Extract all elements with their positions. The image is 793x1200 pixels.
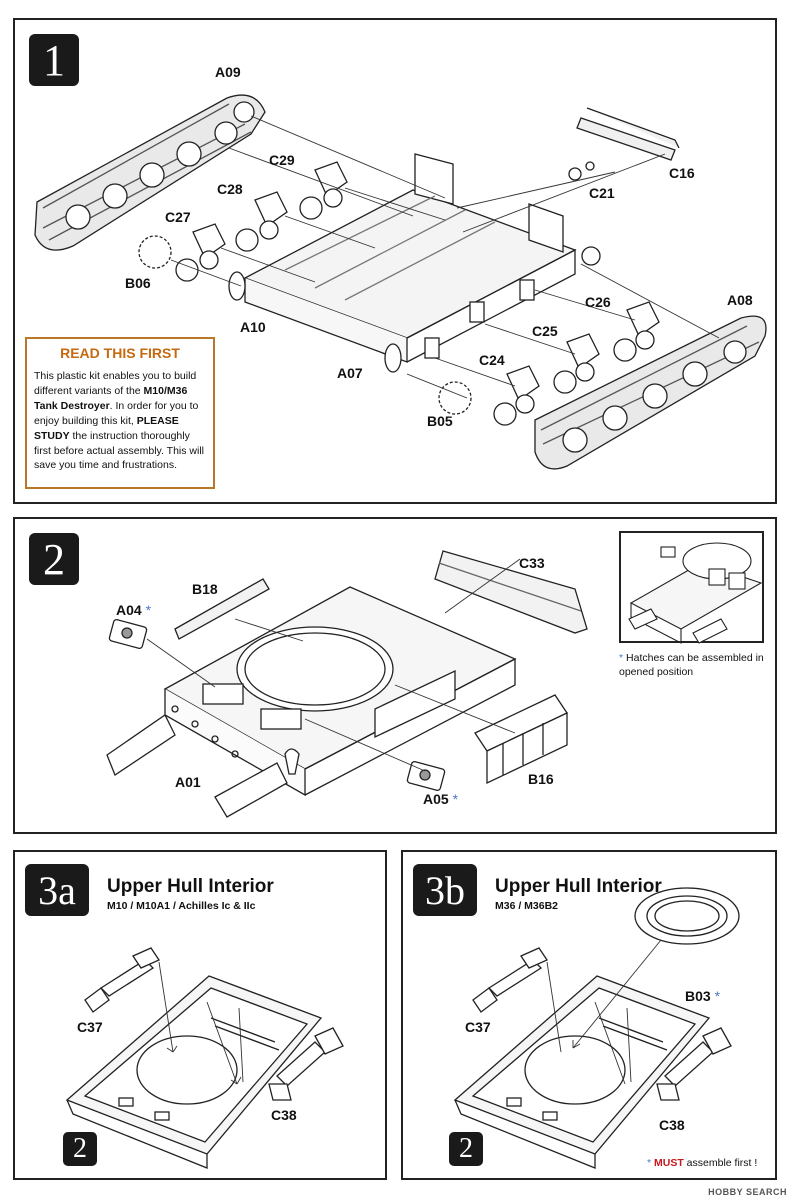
label-c37-3a: C37 xyxy=(77,1019,103,1035)
read-this-first-box: READ THIS FIRST This plastic kit enables… xyxy=(25,337,215,489)
label-b05: B05 xyxy=(427,413,453,429)
step-2-panel: 2 C33 B18 A04 * A01 B16 A05 * xyxy=(13,517,777,834)
part-c37-shape xyxy=(84,947,160,1013)
label-c27: C27 xyxy=(165,209,191,225)
step-3a-diagram xyxy=(65,947,344,1169)
label-c16: C16 xyxy=(669,165,695,181)
step-2-badge: 2 xyxy=(29,533,79,585)
read-this-first-text: This plastic kit enables you to build di… xyxy=(34,370,205,472)
bogies-left xyxy=(175,161,348,282)
label-a05: A05 * xyxy=(423,791,459,807)
read-this-first-title: READ THIS FIRST xyxy=(60,345,180,361)
label-c29: C29 xyxy=(269,152,295,168)
step-1-diagram xyxy=(34,94,767,470)
label-a07: A07 xyxy=(337,365,363,381)
step-1-badge: 1 xyxy=(29,34,79,86)
label-c28: C28 xyxy=(217,181,243,197)
label-b18: B18 xyxy=(192,581,218,597)
hatch-a04 xyxy=(108,618,148,650)
label-c26: C26 xyxy=(585,294,611,310)
part-c33 xyxy=(434,550,588,634)
left-track-a09 xyxy=(34,94,266,251)
sprocket-b06 xyxy=(138,235,172,269)
label-c24: C24 xyxy=(479,352,505,368)
step-3a-variants: M10 / M10A1 / Achilles Ic & IIc xyxy=(107,900,256,912)
step-3b-title: Upper Hull Interior xyxy=(495,876,662,897)
label-c21: C21 xyxy=(589,185,615,201)
watermark: HOBBY SEARCH xyxy=(708,1187,787,1197)
hatch-note: * Hatches can be assembled in opened pos… xyxy=(619,652,764,679)
bogies-right xyxy=(493,301,660,426)
label-b03: B03 * xyxy=(685,988,721,1004)
label-a09: A09 xyxy=(215,64,241,80)
label-a08: A08 xyxy=(727,292,753,308)
label-b06: B06 xyxy=(125,275,151,291)
step-3a-ref-badge: 2 xyxy=(63,1132,97,1166)
part-b03-shape xyxy=(634,887,740,945)
step-3a-panel: 3a Upper Hull Interior M10 / M10A1 / Ach… xyxy=(13,850,387,1180)
step-3b-variants: M36 / M36B2 xyxy=(495,900,559,912)
label-a01: A01 xyxy=(175,774,201,790)
label-c33: C33 xyxy=(519,555,545,571)
inset-diagram xyxy=(628,542,763,644)
step-3b-ref-badge: 2 xyxy=(449,1132,483,1166)
step-3a-title: Upper Hull Interior xyxy=(107,876,274,897)
right-track-a08 xyxy=(534,315,767,470)
label-a10: A10 xyxy=(240,319,266,335)
part-c38-shape xyxy=(268,1027,344,1101)
opened-hatches-inset xyxy=(619,531,764,644)
part-b18 xyxy=(174,578,270,640)
hatch-a05 xyxy=(406,760,446,792)
step-3b-diagram xyxy=(453,887,740,1169)
part-c38-shape-3b xyxy=(656,1027,732,1101)
part-b16 xyxy=(474,694,568,785)
label-a04: A04 * xyxy=(116,602,152,618)
upper-hull-a01 xyxy=(106,586,517,818)
label-c38-3b: C38 xyxy=(659,1117,685,1133)
label-b16: B16 xyxy=(528,771,554,787)
must-assemble-note: * MUST assemble first ! xyxy=(647,1157,758,1169)
part-c37-shape-3b xyxy=(472,947,548,1013)
step-3a-badge: 3a xyxy=(25,864,89,916)
part-c21 xyxy=(568,161,595,181)
step-2-diagram xyxy=(106,550,588,818)
label-c37-3b: C37 xyxy=(465,1019,491,1035)
step-3b-badge: 3b xyxy=(413,864,477,916)
label-c25: C25 xyxy=(532,323,558,339)
lower-hull-a10 xyxy=(228,153,577,373)
step-3b-panel: 3b Upper Hull Interior M36 / M36B2 C37 C… xyxy=(401,850,777,1180)
part-c16 xyxy=(576,107,680,161)
label-c38-3a: C38 xyxy=(271,1107,297,1123)
